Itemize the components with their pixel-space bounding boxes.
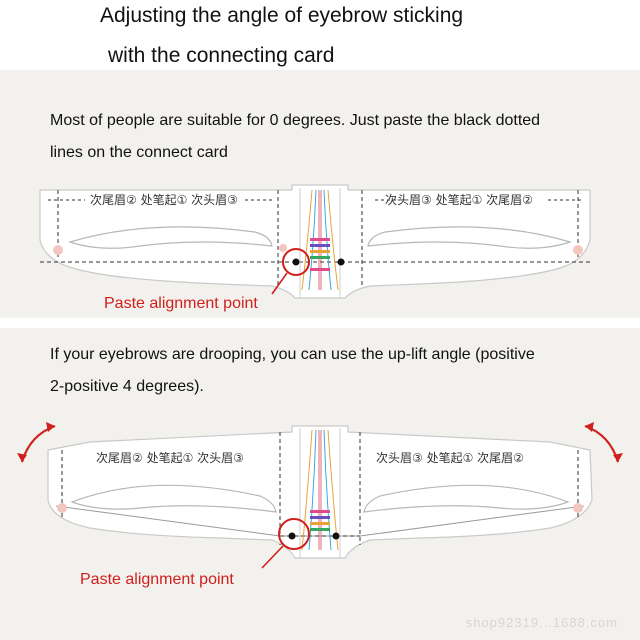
alignment-point-left-uplift	[288, 532, 296, 540]
left-pink-dot	[53, 245, 63, 255]
section1-caption-line2: lines on the connect card	[50, 144, 228, 161]
section2-caption-line1: If your eyebrows are drooping, you can u…	[50, 346, 535, 363]
inner-left-pink-dot	[279, 244, 287, 252]
alignment-pointer-line-uplift	[261, 545, 284, 569]
title-line-1: Adjusting the angle of eyebrow sticking	[100, 4, 464, 27]
center-ruler	[299, 188, 341, 298]
alignment-pointer-line	[271, 272, 288, 295]
alignment-point-left	[292, 258, 300, 266]
section2-paste-label: Paste alignment point	[80, 571, 234, 588]
right-eyebrow-shape	[367, 226, 572, 249]
uplift-baseline	[55, 505, 585, 537]
section1-caption-line1: Most of people are suitable for 0 degree…	[50, 112, 541, 129]
right-eyebrow-shape-uplift	[363, 484, 570, 513]
right-pink-dot-uplift	[573, 503, 583, 513]
connecting-card-flat: 次尾眉② 处笔起① 次头眉③ 次头眉③ 处笔起① 次尾眉②	[39, 184, 591, 299]
card-outline	[39, 184, 591, 299]
alignment-highlight-circle-uplift	[278, 518, 310, 550]
right-pink-dot	[573, 245, 583, 255]
card-outline-uplift	[47, 425, 593, 559]
center-ruler-uplift	[299, 428, 341, 558]
watermark: shop92319...1688.com	[465, 615, 618, 630]
alignment-highlight-circle	[282, 248, 310, 276]
connecting-card-uplift: 次尾眉② 处笔起① 次头眉③ 次头眉③ 处笔起① 次尾眉②	[17, 422, 623, 569]
section1-paste-label: Paste alignment point	[104, 295, 258, 312]
left-pink-dot-uplift	[57, 503, 67, 513]
stencil-left-label-uplift: 次尾眉② 处笔起① 次头眉③	[96, 450, 244, 465]
title-line-2: with the connecting card	[108, 44, 335, 67]
left-eyebrow-shape-uplift	[70, 484, 277, 513]
stencil-right-label-uplift: 次头眉③ 处笔起① 次尾眉②	[376, 450, 524, 465]
stencil-right-label: 次头眉③ 处笔起① 次尾眉②	[385, 192, 533, 207]
alignment-point-right-uplift	[332, 532, 340, 540]
stencil-left-label: 次尾眉② 处笔起① 次头眉③	[90, 192, 238, 207]
section2-caption-line2: 2-positive 4 degrees).	[50, 378, 204, 395]
left-eyebrow-shape	[68, 226, 273, 249]
alignment-point-right	[337, 258, 345, 266]
